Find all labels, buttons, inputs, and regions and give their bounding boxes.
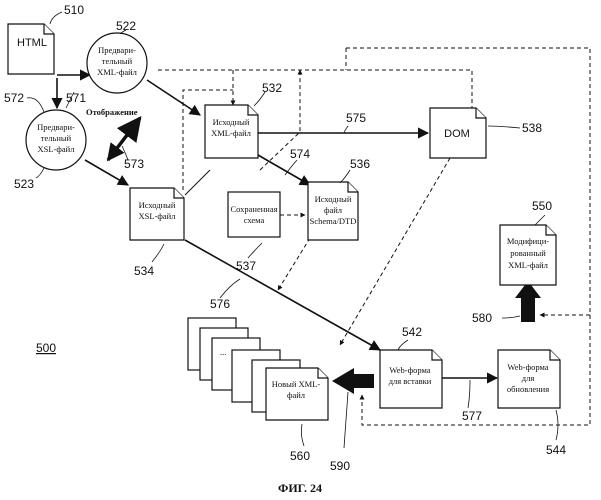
- ref-590: 590: [330, 459, 350, 473]
- stack-ellipsis: ...: [220, 347, 226, 357]
- ref-574: 574: [290, 147, 310, 161]
- web-insert-node: Web-форма для вставки: [380, 350, 442, 408]
- figure-caption: ФИГ. 24: [278, 481, 322, 495]
- ref-536: 536: [350, 157, 370, 171]
- dom-node: DOM: [430, 108, 486, 158]
- ref-522: 522: [116, 19, 136, 33]
- saved-schema-line1: Сохраненная: [230, 204, 277, 214]
- source-xsl-line2: XSL-файл: [139, 211, 177, 221]
- html-file-node: HTML: [8, 24, 54, 74]
- prelim-xsl-line1: Предвари-: [37, 122, 75, 132]
- ref-560: 560: [290, 449, 310, 463]
- web-update-line3: обновления: [507, 384, 549, 394]
- ref-572: 572: [4, 91, 24, 105]
- saved-schema-line2: схема: [244, 215, 265, 225]
- ref-573: 573: [124, 157, 144, 171]
- prelim-xml-line2: тельный: [102, 56, 133, 66]
- ref-510: 510: [64, 3, 84, 17]
- ref-538: 538: [522, 121, 542, 135]
- mapping-label: Отображение: [86, 107, 138, 117]
- source-xml-line1: Исходный: [213, 117, 250, 127]
- ref-500: 500: [36, 341, 56, 355]
- ref-575: 575: [346, 111, 366, 125]
- web-insert-line1: Web-форма: [389, 365, 430, 375]
- modified-xml-line3: XML-файл: [508, 260, 549, 270]
- ref-550: 550: [532, 199, 552, 213]
- prelim-xml-line1: Предвари-: [98, 45, 136, 55]
- dom-label: DOM: [444, 128, 470, 140]
- web-insert-line2: для вставки: [389, 376, 432, 386]
- new-xml-line1: Новый XML-: [272, 379, 321, 389]
- web-update-line1: Web-форма: [507, 362, 548, 372]
- prelim-xsl-line3: XSL-файл: [38, 144, 76, 154]
- source-schema-line2: файл: [324, 205, 343, 215]
- modified-xml-line1: Модифици-: [507, 236, 549, 246]
- modified-xml-node: Модифици- рованный XML-файл: [500, 225, 556, 285]
- ref-577: 577: [462, 409, 482, 423]
- ref-580: 580: [472, 311, 492, 325]
- ref-576: 576: [210, 297, 230, 311]
- saved-schema-node: Сохраненная схема: [228, 192, 280, 237]
- source-xml-line2: XML-файл: [211, 128, 252, 138]
- prelim-xml-line3: XML-файл: [97, 67, 138, 77]
- source-schema-line1: Исходный: [315, 194, 352, 204]
- web-update-node: Web-форма для обновления: [498, 350, 560, 408]
- new-xml-stack: ... Новый XML- файл: [188, 318, 328, 420]
- ref-544: 544: [546, 443, 566, 457]
- source-schema-node: Исходный файл Schema/DTD: [308, 182, 358, 240]
- source-xsl-node: Исходный XSL-файл: [130, 188, 184, 240]
- source-xml-node: Исходный XML-файл: [205, 105, 258, 158]
- ref-542: 542: [402, 325, 422, 339]
- prelim-xml-node: Предвари- тельный XML-файл: [87, 33, 147, 93]
- ref-534: 534: [134, 264, 154, 278]
- html-file-label: HTML: [17, 37, 47, 49]
- source-schema-line3: Schema/DTD: [310, 216, 357, 226]
- ref-537-label: 537: [236, 259, 256, 273]
- source-xsl-line1: Исходный: [139, 200, 176, 210]
- prelim-xsl-line2: тельный: [41, 133, 72, 143]
- ref-571: 571: [66, 91, 86, 105]
- ref-532: 532: [262, 81, 282, 95]
- ref-523: 523: [14, 177, 34, 191]
- modified-xml-line2: рованный: [510, 248, 546, 258]
- prelim-xsl-node: Предвари- тельный XSL-файл: [26, 110, 86, 170]
- web-update-line2: для: [522, 373, 535, 383]
- new-xml-line2: файл: [287, 390, 306, 400]
